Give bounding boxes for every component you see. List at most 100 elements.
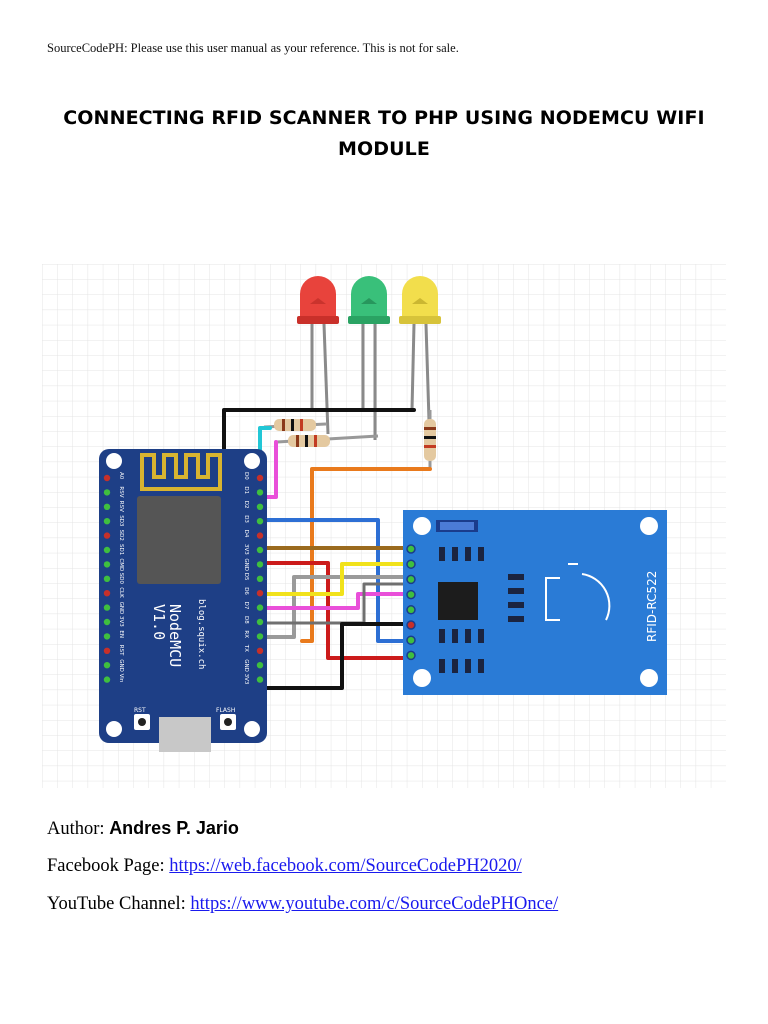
nodemcu-right-pin (256, 503, 264, 510)
nodemcu-right-pin-label: GND (243, 558, 249, 571)
nodemcu-left-pin-label: CLK (118, 587, 124, 598)
rfid-pin (406, 574, 416, 585)
rst-label: RST (134, 707, 146, 714)
nodemcu-right-pin (256, 590, 264, 597)
nodemcu-right-pin-label: D4 (243, 530, 249, 538)
title-line-2: MODULE (338, 138, 430, 160)
nodemcu-right-pin-label: D5 (243, 573, 249, 581)
wire-magenta-rst (258, 592, 413, 610)
nodemcu-left-pin-label: EN (118, 630, 124, 638)
nodemcu-right-pin (256, 604, 264, 611)
nodemcu-right-pin (256, 618, 264, 626)
nodemcu-left-pin-label: RST (118, 645, 124, 656)
youtube-link[interactable]: https://www.youtube.com/c/SourceCodePHOn… (190, 894, 559, 914)
author-line: Author: Andres P. Jario (47, 818, 239, 840)
nodemcu-left-pin-label: Vin (118, 674, 124, 683)
nodemcu-right-pin (256, 633, 264, 640)
nodemcu-right-pin-label: D0 (243, 472, 249, 480)
nodemcu-left-pin (103, 590, 111, 597)
wire-black-gnd-rfid (258, 622, 413, 690)
wiring-diagram: NodeMCU V1.0 blog.squix.ch RST FLASH A0R… (42, 264, 726, 788)
led-green (348, 276, 390, 440)
nodemcu-right-pin-label: D3 (243, 515, 249, 523)
rfid-pin (406, 635, 416, 645)
nodemcu-left-pin (103, 662, 111, 669)
nodemcu-left-pin (103, 604, 111, 611)
nodemcu-left-pin (103, 676, 111, 683)
led-red (297, 276, 339, 435)
resistor-2 (276, 434, 379, 447)
nodemcu-left-pin-label: GND (118, 602, 124, 615)
rfid-pin (406, 589, 416, 600)
rfid-pins (406, 544, 416, 661)
rfid-pin (406, 605, 416, 615)
facebook-line: Facebook Page: https://web.facebook.com/… (47, 856, 522, 877)
nodemcu-right-pin-label: 3V3 (243, 544, 249, 555)
wire-yellow (258, 562, 413, 596)
rfid-pin (406, 544, 416, 554)
nodemcu-left-pin-label: GND (118, 659, 124, 672)
nodemcu-left-pin (103, 633, 111, 640)
youtube-line: YouTube Channel: https://www.youtube.com… (47, 894, 558, 915)
nodemcu-right-pin (256, 575, 264, 582)
rfid-board (403, 510, 667, 695)
nodemcu-left-pin (103, 575, 111, 582)
nodemcu-left-pin-label: SD0 (118, 573, 124, 585)
facebook-link[interactable]: https://web.facebook.com/SourceCodePH202… (169, 856, 522, 876)
nodemcu-left-pin-label: RSV (118, 501, 124, 512)
nodemcu-right-pin-label: RX (243, 630, 249, 638)
wires (222, 408, 432, 690)
nodemcu-right-pin-label: D8 (243, 616, 249, 624)
nodemcu-version: V1.0 (150, 604, 168, 640)
rfid-pin (406, 650, 416, 661)
nodemcu-left-pin (103, 546, 111, 554)
resistor-3 (424, 410, 436, 469)
nodemcu-left-pin-label: SD1 (118, 544, 124, 555)
nodemcu-left-pin (103, 561, 111, 568)
nodemcu-right-pin (256, 561, 264, 568)
nodemcu-name: NodeMCU (166, 604, 184, 667)
nodemcu-left-pin (103, 474, 111, 482)
nodemcu-right-pin-label: D2 (243, 501, 249, 509)
rfid-label: RFID-RC522 (645, 571, 659, 642)
nodemcu-right-pin (256, 662, 264, 669)
wire-green (258, 582, 413, 625)
nodemcu-left-pin-label: RSV (118, 486, 124, 497)
nodemcu-left-pin (103, 489, 111, 496)
facebook-label: Facebook Page: (47, 856, 170, 876)
nodemcu-right-pin (256, 532, 264, 539)
nodemcu-left-pin (103, 518, 111, 525)
flash-label: FLASH (216, 707, 235, 714)
nodemcu-left-pin (103, 503, 111, 510)
nodemcu-right-pin-label: D1 (243, 486, 249, 494)
rfid-pin (406, 620, 416, 630)
author-name: Andres P. Jario (109, 818, 239, 838)
nodemcu-left-pin (103, 618, 111, 626)
document-title: CONNECTING RFID SCANNER TO PHP USING NOD… (40, 103, 728, 165)
nodemcu-right-pin-label: GND (243, 659, 249, 672)
nodemcu-right-pin (256, 647, 264, 654)
nodemcu-site: blog.squix.ch (196, 599, 206, 669)
header-notice: SourceCodePH: Please use this user manua… (47, 41, 459, 55)
nodemcu-left-pin-label: A0 (118, 472, 124, 480)
wire-orange-led (300, 467, 432, 643)
author-label: Author: (47, 819, 110, 839)
nodemcu-right-pin-label: TX (243, 644, 249, 652)
nodemcu-right-pin-label: 3V3 (243, 674, 249, 685)
nodemcu-left-pin-label: SD3 (118, 515, 124, 527)
nodemcu-right-pin-label: D7 (243, 602, 249, 610)
nodemcu-right-pin (256, 518, 264, 525)
nodemcu-left-pin (103, 647, 111, 654)
nodemcu-left-pin-label: SD2 (118, 530, 124, 541)
nodemcu-right-pin (256, 489, 264, 496)
nodemcu-right-pin (256, 474, 264, 482)
wire-blue-sda (258, 518, 413, 643)
nodemcu-board (99, 449, 267, 752)
nodemcu-right-pin (256, 546, 264, 554)
rfid-pin (406, 559, 416, 569)
nodemcu-left-pins: A0RSVRSVSD3SD2SD1CMDSD0CLKGND3V3ENRSTGND… (103, 472, 124, 683)
resistor-1 (263, 419, 327, 431)
nodemcu-left-pin-label: CMD (118, 558, 124, 571)
nodemcu-right-pin-label: D6 (243, 587, 249, 595)
